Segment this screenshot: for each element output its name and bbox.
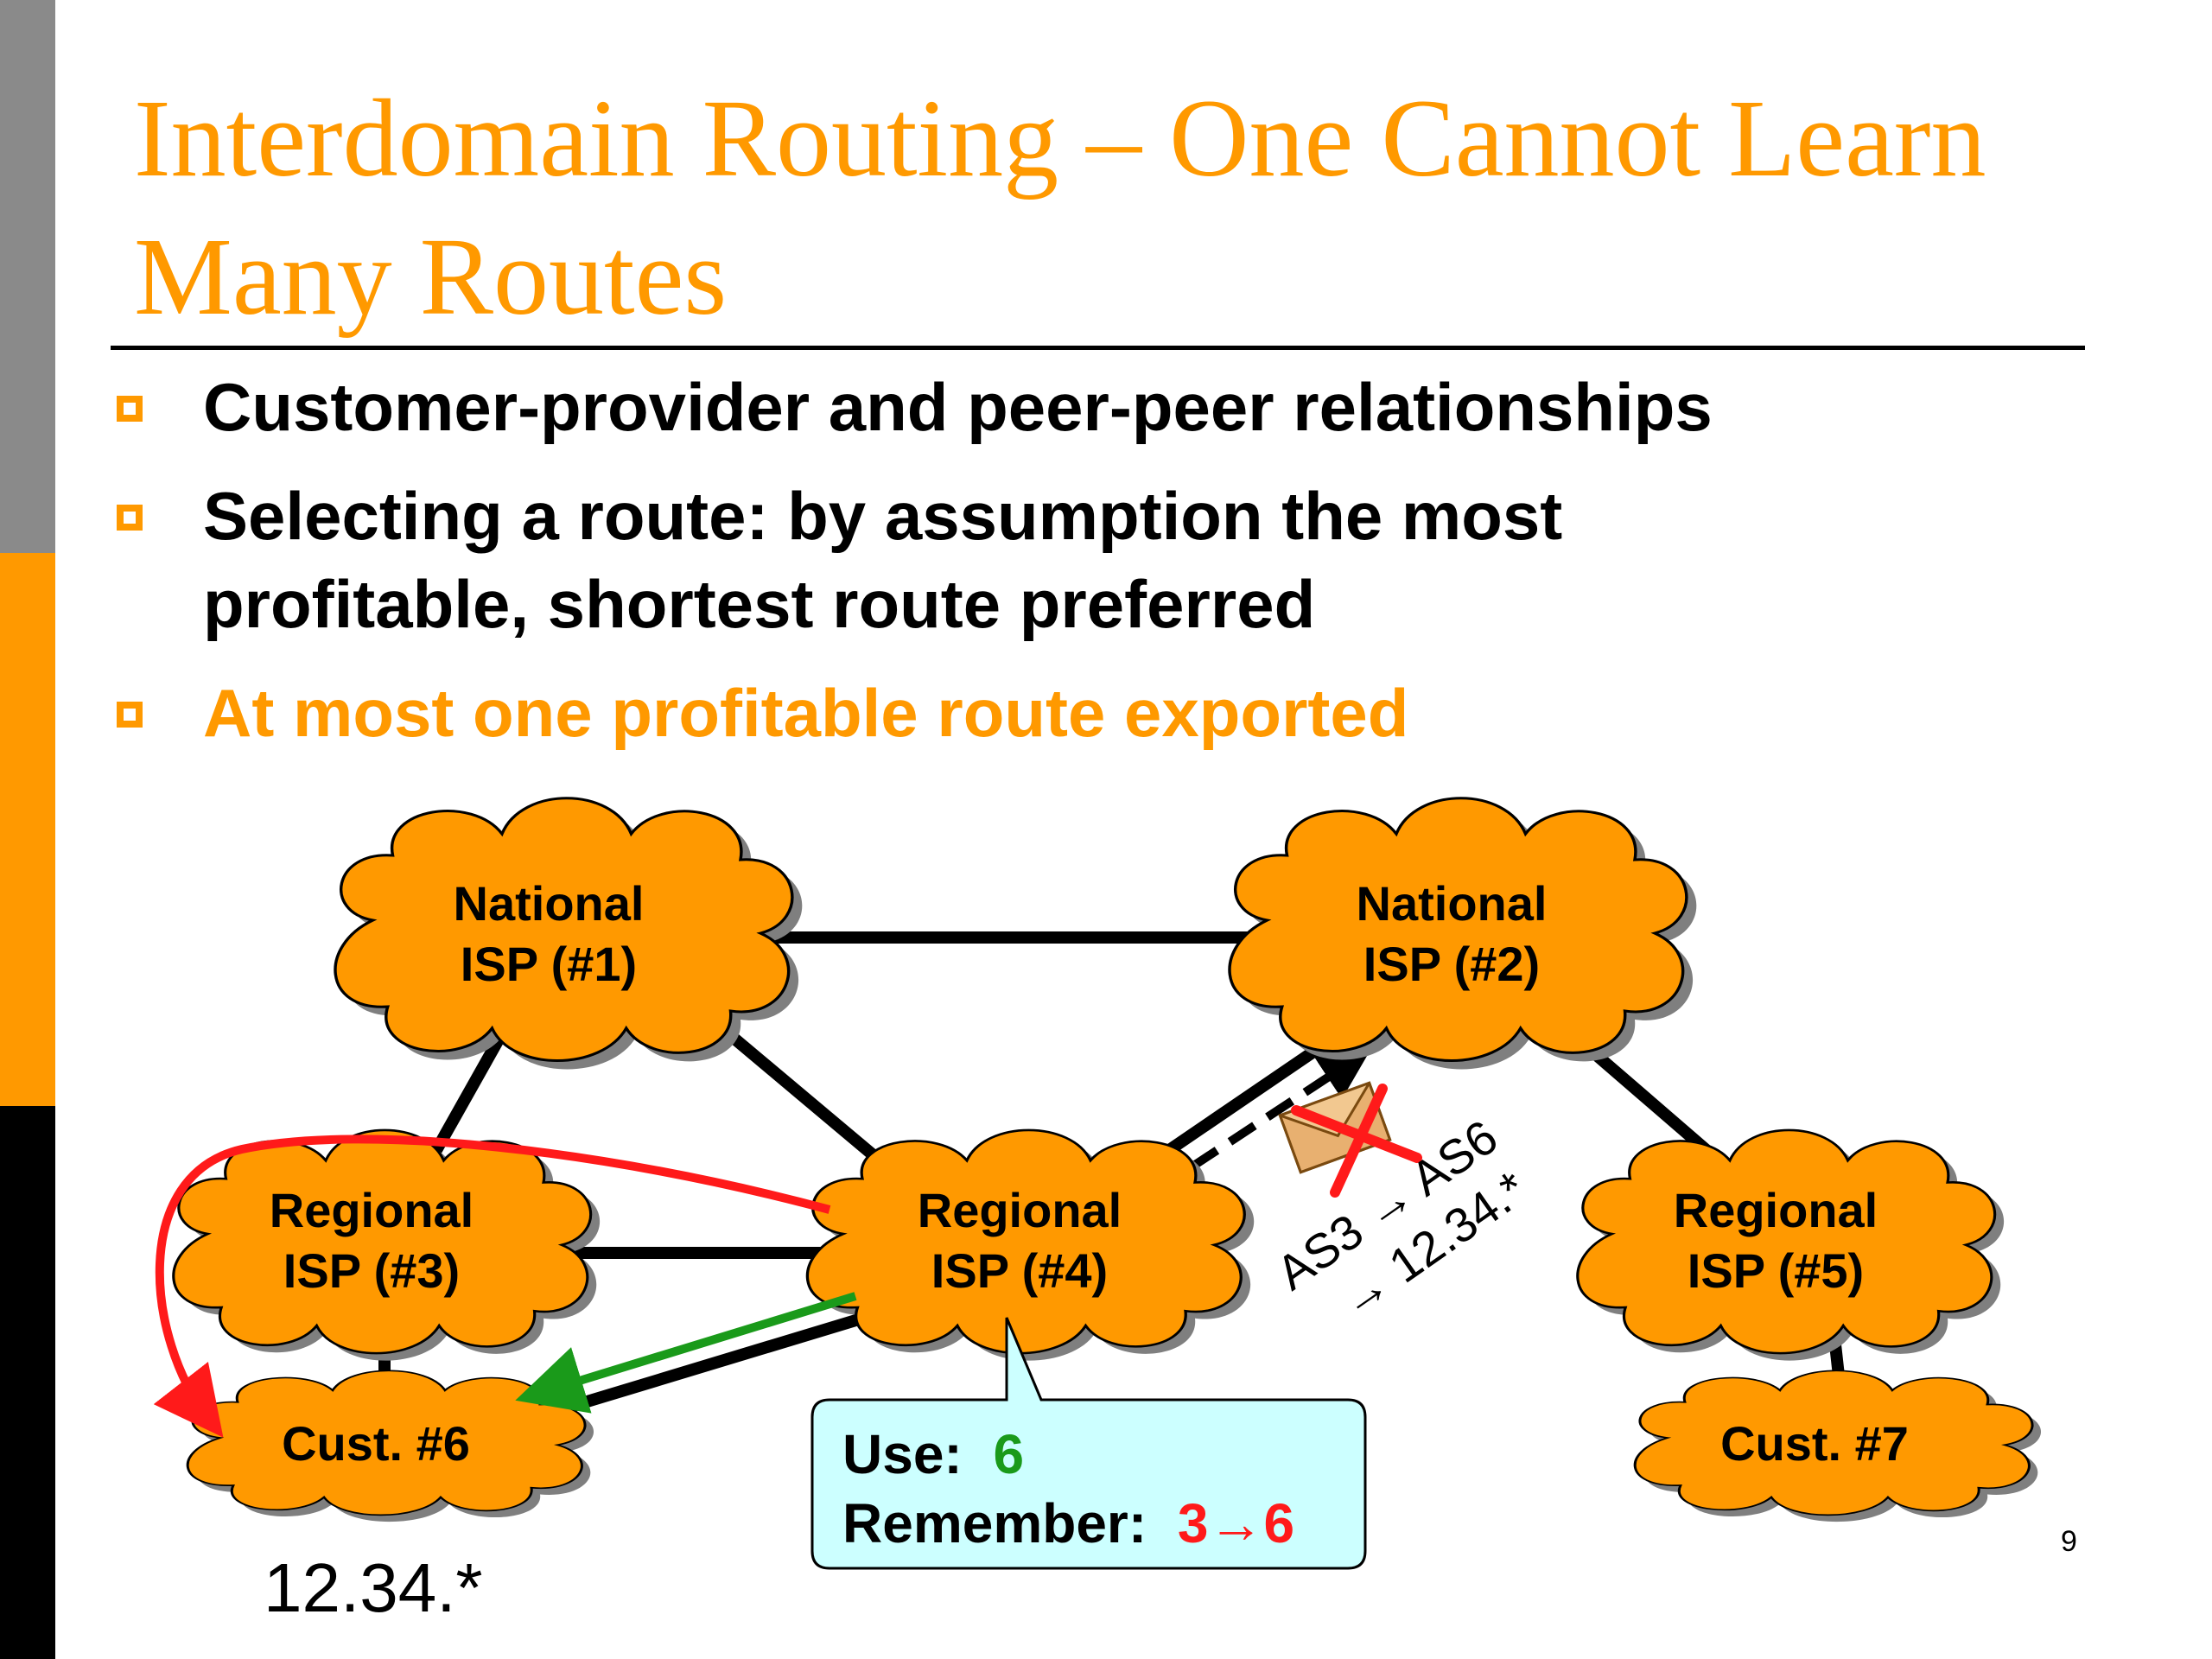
- blocked-x-icon: [1291, 1084, 1422, 1198]
- page-number: 9: [2061, 1525, 2077, 1558]
- link-isp1-isp3: [426, 1016, 516, 1161]
- node-isp1-label-1: National: [454, 876, 645, 931]
- bullet-text: At most one profitable route exported: [203, 675, 1409, 751]
- node-isp5-label-2: ISP (#5): [1688, 1243, 1864, 1298]
- used-route-arrow: [515, 1292, 857, 1414]
- prefix-label: 12.34.*: [264, 1549, 483, 1626]
- callout-remember-label: Remember:: [842, 1492, 1147, 1554]
- square-bullet-icon: [117, 505, 143, 531]
- callout-use-label: Use:: [842, 1423, 963, 1485]
- node-cust6-label: Cust. #6: [282, 1416, 470, 1471]
- node-cust7-label: Cust. #7: [1720, 1416, 1909, 1471]
- sidebar-gray-block: [0, 0, 55, 553]
- square-bullet-icon: [117, 702, 143, 728]
- link-isp4-cust6: [533, 1299, 910, 1423]
- node-isp3-label-1: Regional: [270, 1183, 474, 1237]
- sidebar-black-block: [0, 1106, 55, 1659]
- slide-sidebar: [0, 0, 55, 1659]
- node-isp2: [1228, 797, 1697, 1070]
- callout-use-value: 6: [994, 1423, 1025, 1485]
- bullet-list: Customer-provider and peer-peer relation…: [117, 363, 2104, 778]
- bullet-text-continued: profitable, shortest route preferred: [203, 566, 1316, 642]
- callout-box: [810, 1317, 1367, 1570]
- node-isp2-label-1: National: [1357, 876, 1548, 931]
- slide-title: Interdomain Routing – One Cannot Learn M…: [134, 69, 2121, 346]
- title-divider: [111, 346, 2085, 350]
- callout-remember-line: Remember: 3→6: [842, 1492, 1294, 1554]
- bullet-item: Selecting a route: by assumption the mos…: [117, 472, 2104, 648]
- square-bullet-icon: [117, 396, 143, 422]
- bullet-text: Customer-provider and peer-peer relation…: [203, 369, 1713, 445]
- node-isp2-label-2: ISP (#2): [1363, 937, 1540, 991]
- node-isp3-label-2: ISP (#3): [283, 1243, 460, 1298]
- remembered-route-arrow: [153, 1135, 831, 1438]
- bullet-item-highlighted: At most one profitable route exported: [117, 669, 2104, 757]
- node-isp4-label-2: ISP (#4): [931, 1243, 1108, 1298]
- sidebar-orange-block: [0, 553, 55, 1106]
- node-isp1-label-2: ISP (#1): [461, 937, 637, 991]
- node-isp5-label-1: Regional: [1674, 1183, 1878, 1237]
- bullet-item: Customer-provider and peer-peer relation…: [117, 363, 2104, 451]
- title-line-2: Many Routes: [134, 215, 728, 338]
- node-isp4-label-1: Regional: [918, 1183, 1122, 1237]
- route-advertisement-arrow: [1190, 1049, 1371, 1171]
- title-line-1: Interdomain Routing – One Cannot Learn: [134, 77, 1986, 200]
- callout-use-line: Use: 6: [842, 1423, 1024, 1485]
- callout-remember-value: 3→6: [1178, 1492, 1294, 1554]
- node-isp1: [334, 797, 803, 1070]
- bullet-text: Selecting a route: by assumption the mos…: [203, 478, 1563, 554]
